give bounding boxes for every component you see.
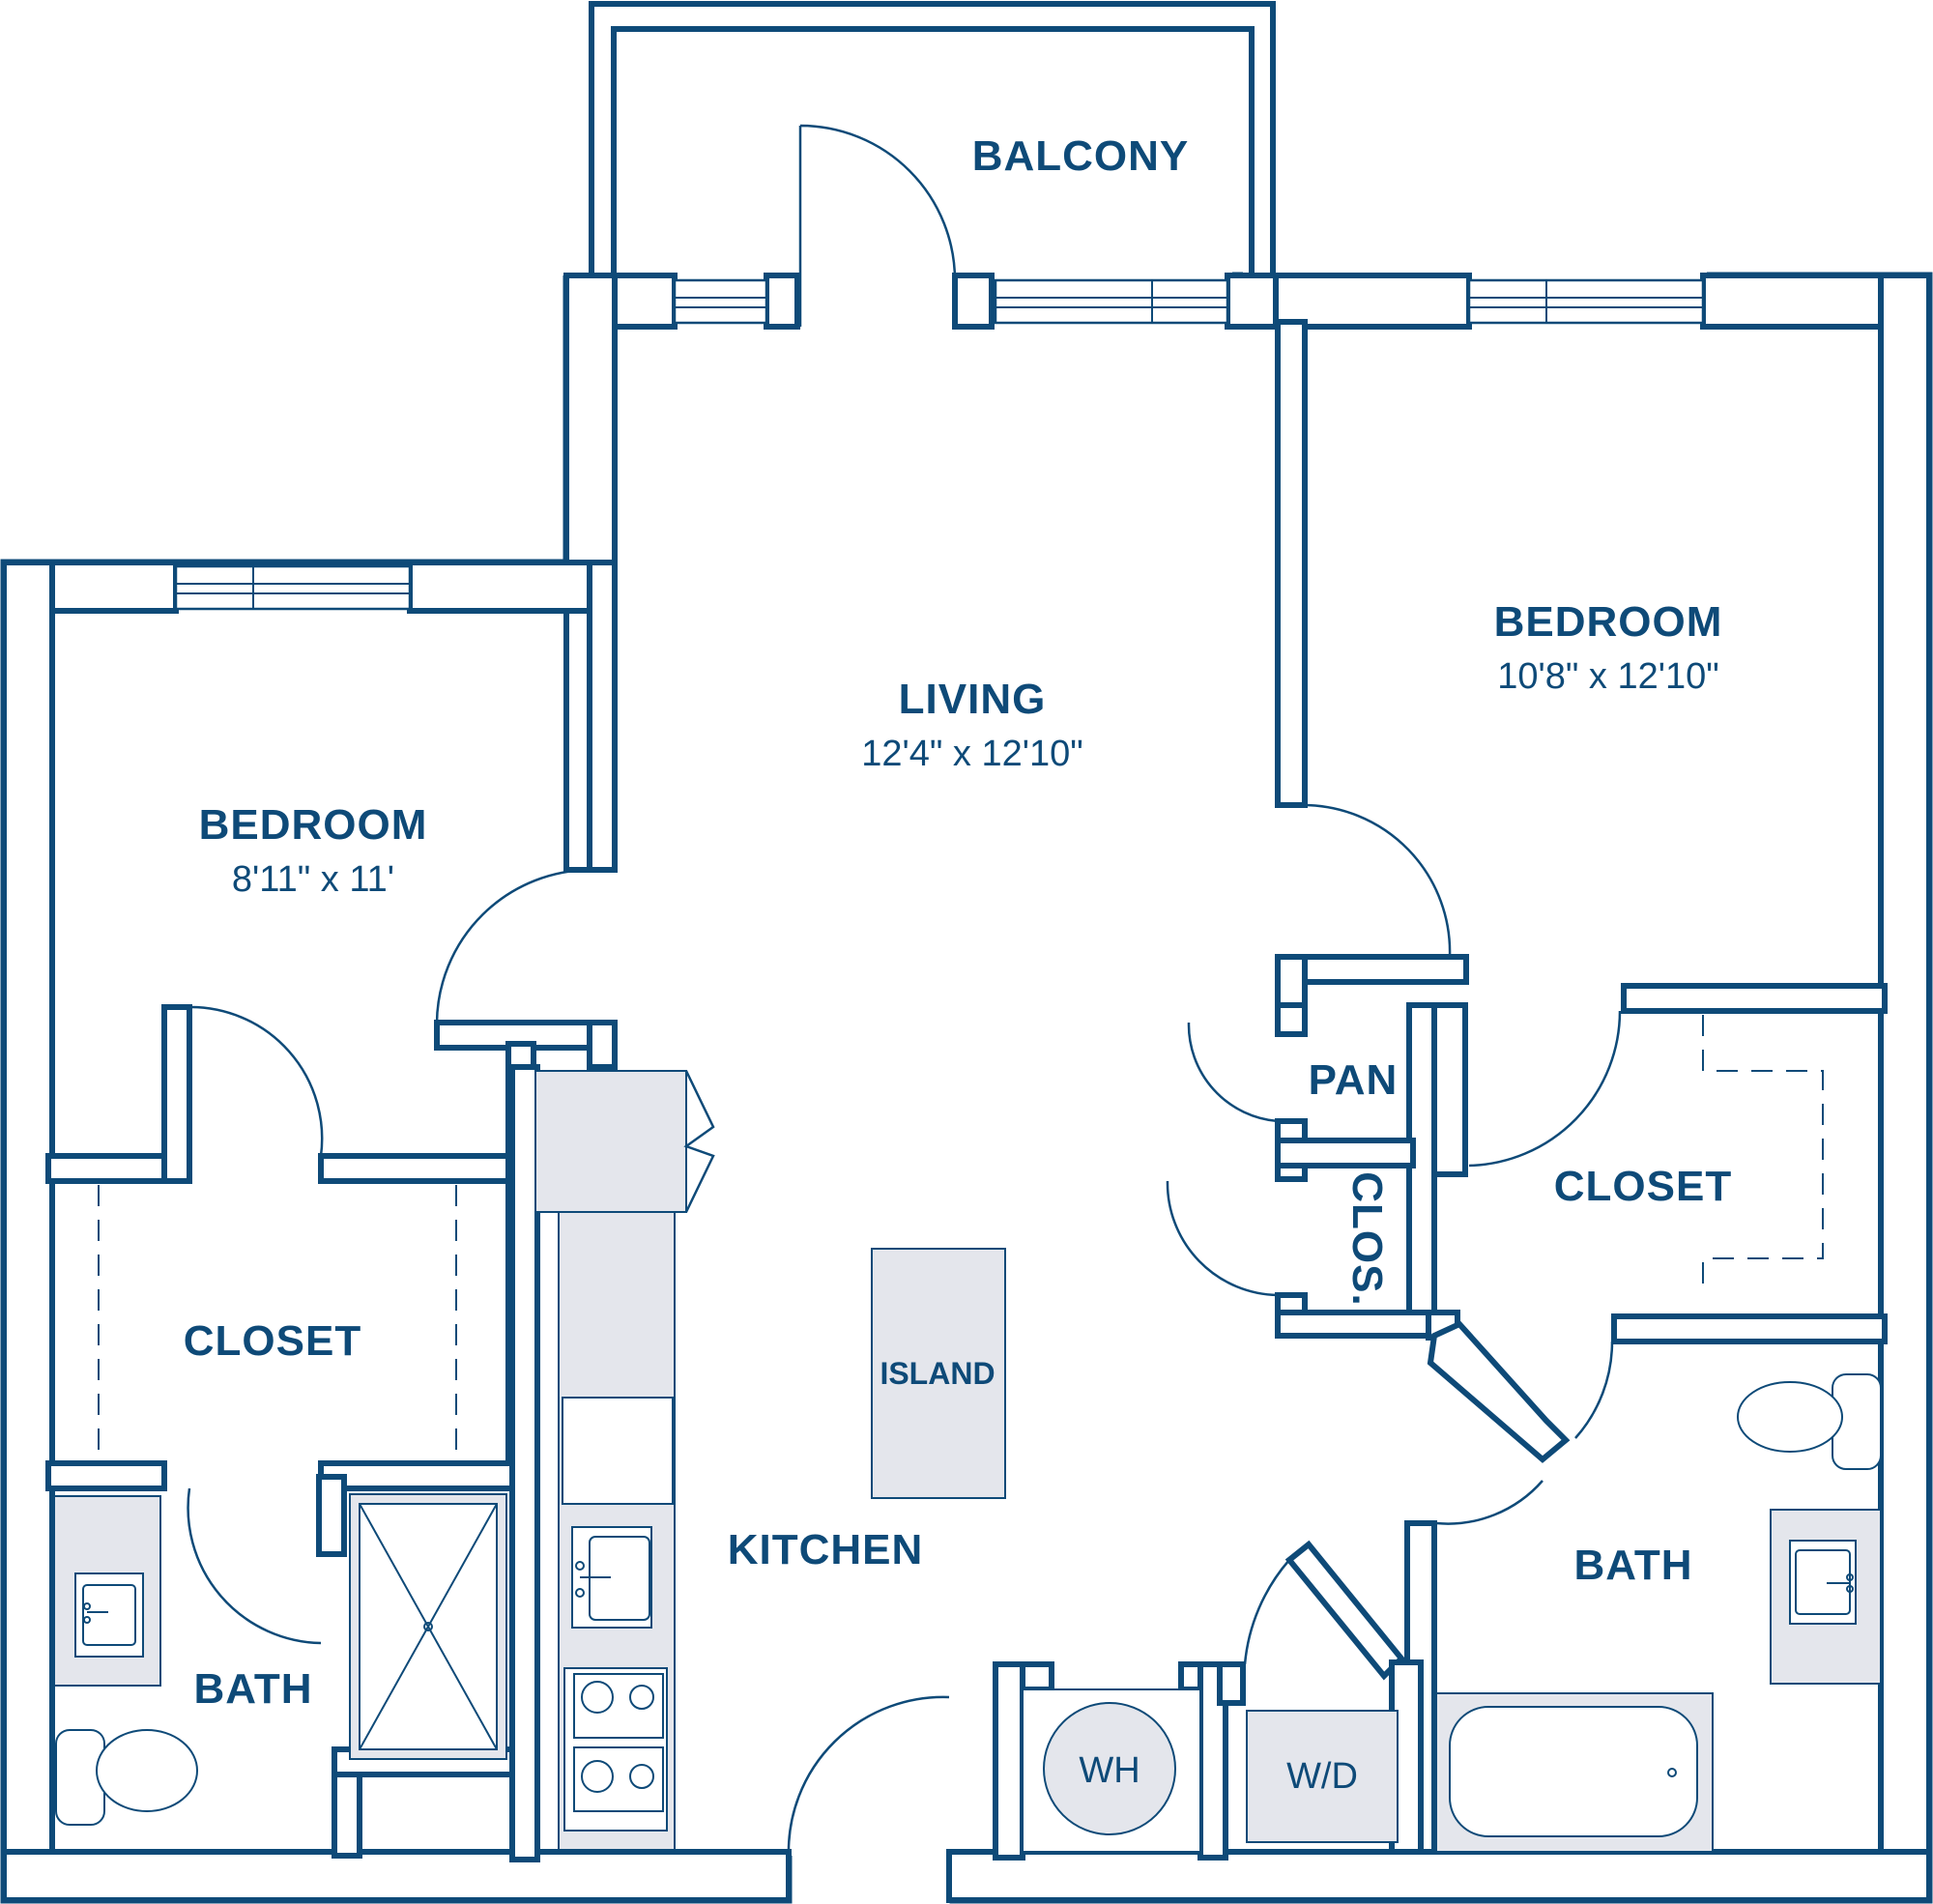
utility-fixtures — [1022, 1688, 1399, 1853]
wall-bath-r-angle — [1427, 1320, 1571, 1463]
wall-kitchen-left — [587, 1020, 618, 1070]
wall-pantry-mid — [1275, 1138, 1416, 1168]
room-label-closet-right: CLOSET — [1554, 1163, 1732, 1210]
wall-hall-angle — [1284, 1540, 1406, 1681]
wall-bottom-left — [1, 1849, 792, 1903]
bath-left-fixtures — [53, 1493, 507, 1826]
washer-dryer-label: W/D — [1286, 1756, 1358, 1797]
outer-shell — [0, 272, 1933, 1904]
dishwasher — [562, 1397, 674, 1505]
room-label-bedroom-right: BEDROOM — [1494, 598, 1723, 646]
window-icon — [1467, 278, 1705, 325]
wall-wd-left — [1217, 1661, 1246, 1706]
wall-pantry-left-a — [1275, 1002, 1308, 1037]
room-label-bath-left: BATH — [194, 1665, 313, 1713]
wall-bath-r-top — [1611, 1313, 1888, 1344]
doors — [187, 124, 1622, 1857]
wall-top-living-mid — [764, 273, 800, 330]
wall-bottom-right — [946, 1849, 1932, 1903]
windows — [174, 278, 1705, 611]
wall-kitchen-counter-back — [509, 1064, 540, 1862]
door-swing-icon — [188, 1005, 324, 1157]
room-label-kitchen: KITCHEN — [728, 1526, 924, 1573]
wall-bath-l-sep — [316, 1474, 347, 1557]
water-heater-icon — [1043, 1702, 1176, 1835]
window-icon — [673, 278, 768, 325]
kitchen-island — [871, 1248, 1006, 1499]
wall-bedroom-l-bottom-b — [318, 1153, 517, 1184]
wall-living-bedroom-r — [1275, 319, 1308, 808]
room-label-balcony: BALCONY — [972, 132, 1190, 180]
door-swing-icon — [1243, 1559, 1290, 1665]
shower-icon — [349, 1493, 507, 1760]
wall-closet-l-bottom-b — [318, 1460, 536, 1491]
fridge-icon — [534, 1070, 687, 1213]
bath-right-fixtures — [1435, 1373, 1882, 1853]
wall-closet-l-door-jamb — [161, 1004, 192, 1184]
kitchen-fixtures — [534, 1070, 1006, 1851]
room-label-closet-left: CLOSET — [184, 1317, 361, 1365]
wall-pantry-right — [1406, 1002, 1437, 1337]
room-dims-living: 12'4" x 12'10" — [861, 734, 1083, 774]
wall-top-living-right — [1225, 273, 1279, 330]
door-swing-icon — [1574, 1341, 1614, 1439]
room-label-living: LIVING — [899, 676, 1047, 723]
island-label: ISLAND — [880, 1356, 995, 1391]
door-swing-icon — [1468, 1010, 1622, 1168]
door-swing-icon — [435, 868, 592, 1024]
window-icon — [994, 278, 1229, 325]
closet-rod — [1702, 1015, 1824, 1295]
interior-walls — [45, 319, 1888, 1862]
room-label-closet-small: CLOS. — [1343, 1171, 1391, 1306]
wall-bedroom-l-right — [587, 560, 618, 873]
washer-dryer-icon — [1246, 1710, 1399, 1843]
door-swing-icon — [787, 1695, 950, 1857]
bathtub-icon — [1435, 1692, 1714, 1853]
wall-clos-bottom — [1275, 1310, 1437, 1339]
door-swing-icon — [1302, 803, 1452, 958]
room-label-bedroom-left: BEDROOM — [199, 801, 428, 849]
wall-closet-l-bottom-a — [45, 1460, 167, 1491]
door-swing-icon — [1187, 1022, 1279, 1123]
door-swing-icon — [187, 1487, 322, 1645]
wall-right — [1878, 273, 1932, 1903]
room-dims-bedroom-right: 10'8" x 12'10" — [1497, 656, 1719, 697]
room-label-bath-right: BATH — [1574, 1542, 1693, 1589]
labels: BALCONY LIVING 12'4" x 12'10" BEDROOM 10… — [184, 132, 1732, 1797]
toilet-icon — [55, 1729, 198, 1826]
door-swing-icon — [1166, 1180, 1279, 1297]
fridge-door — [683, 1070, 715, 1213]
room-dims-bedroom-left: 8'11" x 11' — [232, 859, 394, 900]
wall-top-living-mid2 — [952, 273, 995, 330]
window-icon — [174, 564, 412, 611]
toilet-icon — [1737, 1373, 1882, 1470]
door-swing-icon — [798, 124, 957, 327]
wall-bedroom-r-bottom-right — [1621, 983, 1888, 1014]
wall-segments — [1, 273, 1932, 1903]
wall-wh-left — [993, 1661, 1025, 1861]
wall-left — [1, 560, 55, 1903]
wall-top-bedroom-l-right — [407, 560, 618, 614]
wall-bedroom-l-bottom-a — [45, 1153, 167, 1184]
door-swing-icon — [1435, 1480, 1544, 1525]
water-heater-label: WH — [1079, 1750, 1140, 1791]
closet-rods — [98, 1015, 1824, 1450]
room-label-pantry: PAN — [1309, 1056, 1399, 1104]
